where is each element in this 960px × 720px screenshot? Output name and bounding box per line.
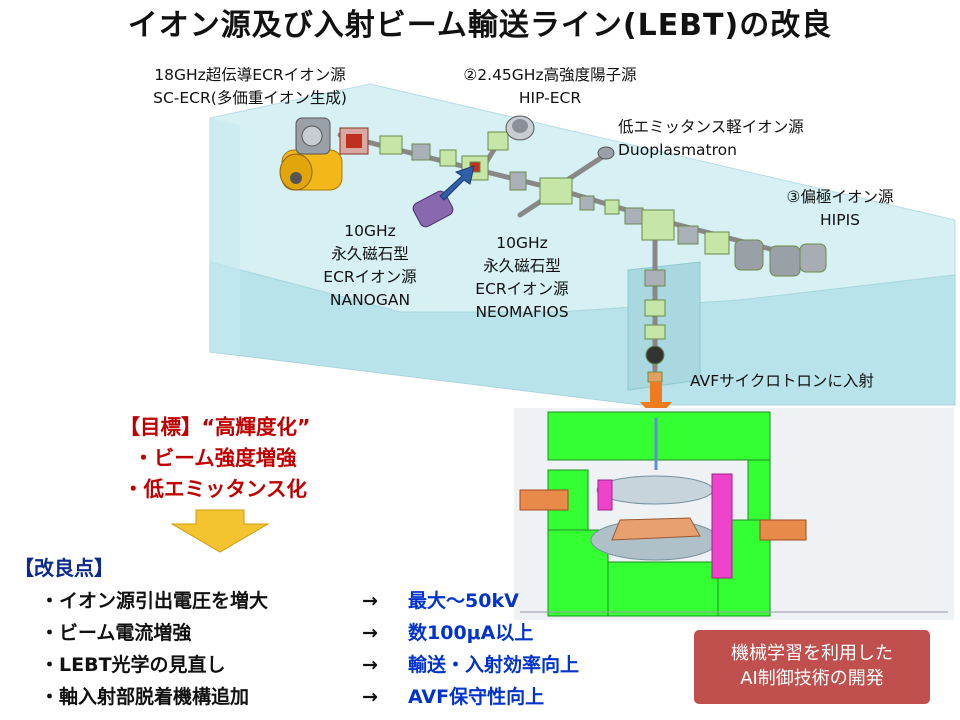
hip-ecr-source <box>505 115 535 141</box>
improvement-result: 数100μA以上 <box>408 622 534 644</box>
improvements-heading: 【改良点】 <box>14 556 114 580</box>
cyclotron-model <box>519 411 948 617</box>
nanogan-source <box>412 165 475 228</box>
improvement-item: ・LEBT光学の見直し <box>40 654 226 676</box>
floor-shading <box>210 118 240 355</box>
improvement-item: ・イオン源引出電圧を増大 <box>40 590 269 612</box>
beamline-elements <box>379 131 827 383</box>
duoplasmatron-source <box>597 146 615 160</box>
right-arrow-icon: → <box>362 622 378 644</box>
improvement-row: ・ビーム電流増強 → 数100μA以上 <box>40 618 533 645</box>
page-title: イオン源及び入射ビーム輸送ライン(LEBT)の改良 <box>127 8 833 43</box>
right-arrow-icon: → <box>362 654 378 676</box>
goal-item: ・低エミッタンス化 <box>122 477 308 501</box>
improvement-row: ・LEBT光学の見直し → 輸送・入射効率向上 <box>40 650 579 677</box>
improvement-item: ・ビーム電流増強 <box>40 622 192 644</box>
improvement-result: AVF保守性向上 <box>408 686 545 708</box>
sc-ecr-source <box>279 117 369 191</box>
goal-block: 【目標】“高輝度化” ・ビーム強度増強 ・低エミッタンス化 <box>80 412 350 505</box>
improvement-row: ・軸入射部脱着機構追加 → AVF保守性向上 <box>40 682 544 709</box>
down-arrow-icon <box>170 509 270 553</box>
label-avf-injection: AVFサイクロトロンに入射 <box>690 372 874 390</box>
nanogan-arrow <box>439 165 475 201</box>
right-arrow-icon: → <box>362 686 378 708</box>
improvement-result: 輸送・入射効率向上 <box>408 654 580 676</box>
goal-item: ・ビーム強度増強 <box>133 446 297 470</box>
improvement-item: ・軸入射部脱着機構追加 <box>40 686 250 708</box>
ai-control-box: 機械学習を利用した AI制御技術の開発 <box>694 630 930 704</box>
improvement-result: 最大〜50kV <box>408 590 519 612</box>
floor-front <box>209 261 956 406</box>
right-arrow-icon: → <box>362 590 378 612</box>
improvement-row: ・イオン源引出電圧を増大 → 最大〜50kV <box>40 586 519 613</box>
goal-heading: 【目標】“高輝度化” <box>119 415 311 439</box>
